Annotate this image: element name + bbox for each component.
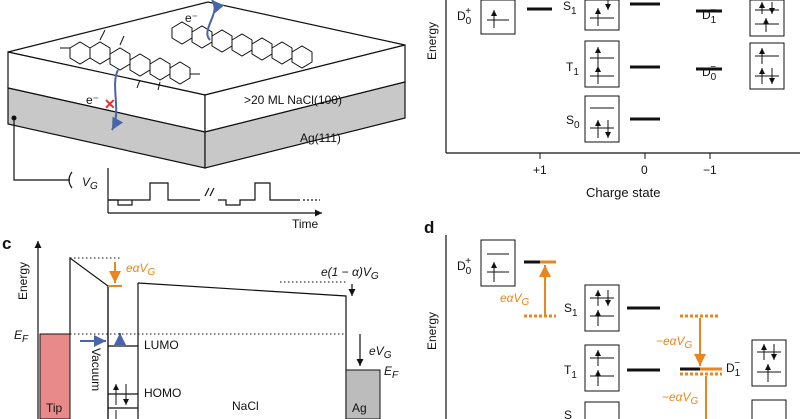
d-orbital-box-s1 — [584, 284, 620, 332]
tip-block — [39, 333, 71, 419]
ag-layer-label: Ag(111) — [300, 131, 341, 145]
orbital-box-s0 — [584, 95, 620, 143]
ef-left-label: EF — [14, 328, 29, 345]
tip-label: Tip — [46, 401, 63, 415]
panel-d-letter: d — [424, 218, 434, 237]
orbital-box-d1m — [749, 0, 785, 37]
tick-0: 0 — [641, 163, 648, 177]
panel-c-y-label: Energy — [16, 262, 30, 300]
ag-block — [345, 369, 381, 419]
state-d0p: D0+ — [457, 6, 472, 27]
panel-c: c Energy Tip EF Vacuum LUMO HOMO eαVG — [2, 234, 399, 419]
blocked-cross-icon: ✕ — [104, 96, 116, 112]
panel-c-letter: c — [2, 234, 11, 253]
vg-label: VG — [82, 175, 98, 192]
orbital-box-t1 — [584, 40, 620, 88]
d-state-d1m: D1− — [726, 358, 741, 379]
vacuum-barrier — [69, 256, 109, 419]
vacuum-label: Vacuum — [89, 348, 103, 391]
state-d1m: D1− — [702, 5, 717, 26]
molecule-left — [60, 29, 200, 91]
d-neg-alpha-label-2: −eαVG — [662, 390, 699, 407]
d-neg-alpha-label-1: −eαVG — [656, 334, 693, 351]
orbital-box-d0m — [749, 42, 785, 90]
d-state-s1: S1 — [564, 301, 578, 319]
lumo-label: LUMO — [144, 338, 179, 352]
state-t1: T1 — [566, 60, 579, 78]
d-orbital-box-t1 — [584, 344, 620, 392]
one-minus-alpha-label: e(1 − α)VG — [321, 265, 379, 282]
orbital-box-d0p — [480, 0, 516, 35]
panel-b: Energy +1 0 −1 Charge state D0+ S1 D1− — [425, 0, 800, 200]
panel-d: d Energy D0+ eαVG S1 T1 S — [424, 218, 787, 419]
state-s0: S0 — [566, 113, 580, 131]
d-orbital-box-d0p — [480, 239, 516, 287]
panel-b-x-label: Charge state — [586, 185, 660, 200]
time-label: Time — [292, 217, 319, 231]
electron-arrow-top — [206, 0, 225, 41]
ef-right-label: EF — [384, 364, 399, 381]
pulse-train — [107, 168, 200, 213]
panel-b-y-label: Energy — [425, 22, 439, 60]
nacl-layer-label: >20 ML NaCl(100) — [244, 93, 342, 107]
state-s1: S1 — [563, 0, 577, 17]
ag-side-face — [204, 81, 406, 169]
electron-arrow-mid — [111, 69, 124, 131]
electron-label-top: e⁻ — [185, 11, 198, 25]
tick-minus1: −1 — [703, 163, 717, 177]
orbital-box-s1 — [584, 0, 620, 31]
nacl-label: NaCl — [232, 399, 259, 413]
d-state-d0p: D0+ — [457, 256, 472, 277]
panel-d-y-label: Energy — [425, 312, 439, 350]
alpha-vg-label: eαVG — [126, 261, 156, 278]
d-orbital-box-d1m — [751, 339, 787, 387]
voltage-wire — [13, 118, 70, 181]
state-d0m: D0− — [702, 62, 717, 83]
d-state-t1: T1 — [564, 363, 577, 381]
panel-a: e⁻ e⁻ ✕ >20 ML NaCl(100) Ag(111) VG Time — [7, 0, 406, 231]
electron-label-mid: e⁻ — [86, 93, 99, 107]
molecule-right — [171, 21, 313, 69]
tick-plus1: +1 — [533, 163, 547, 177]
ag-label: Ag — [352, 401, 367, 415]
d-state-partial: S — [564, 408, 572, 419]
homo-label: HOMO — [144, 386, 181, 400]
d-alpha-vg-label: eαVG — [500, 291, 530, 308]
evg-label: eVG — [369, 344, 392, 361]
